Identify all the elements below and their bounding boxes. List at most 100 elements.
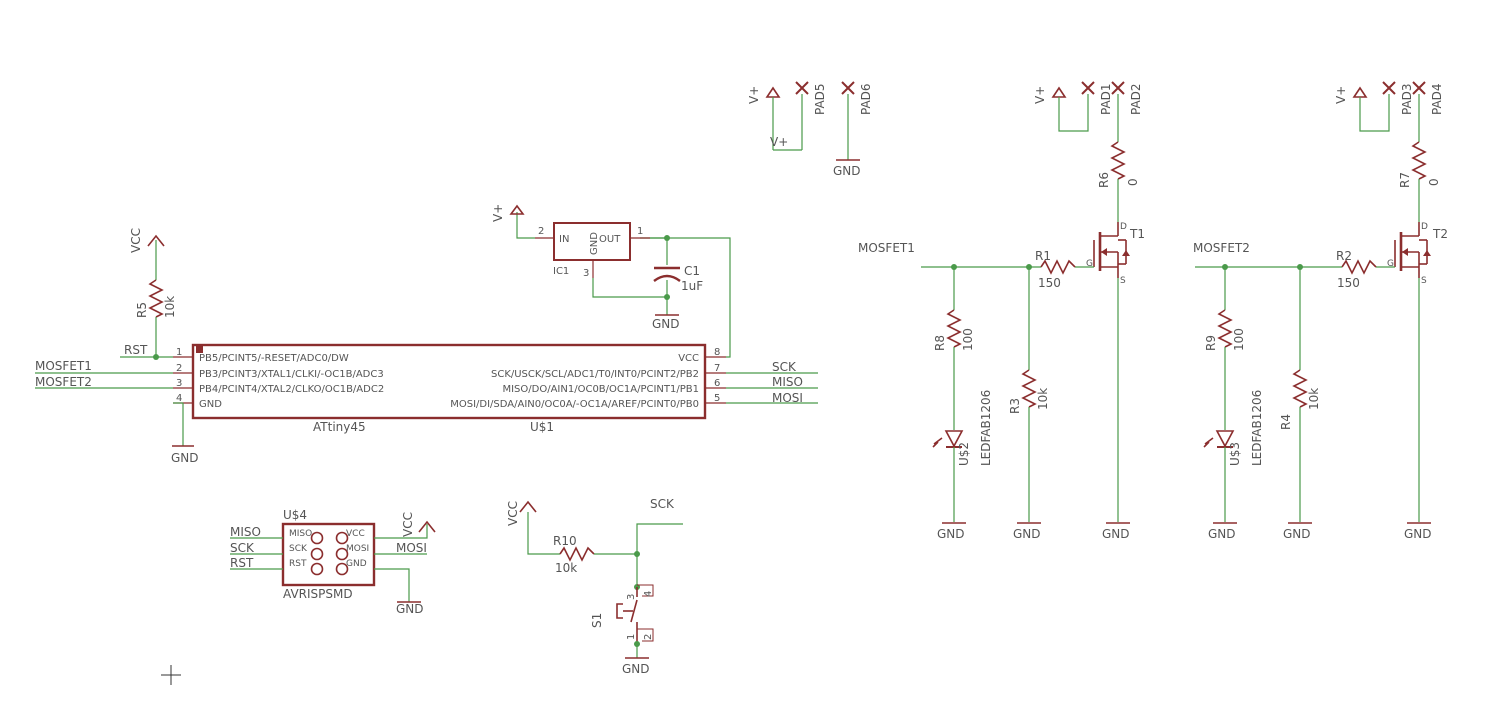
svg-text:R10: R10 xyxy=(553,534,577,548)
svg-text:PAD2: PAD2 xyxy=(1129,83,1143,115)
svg-text:MOSFET2: MOSFET2 xyxy=(1193,241,1250,255)
svg-text:MOSI: MOSI xyxy=(346,544,369,554)
regulator-ic1[interactable]: IN OUT GND 2 1 3 IC1 xyxy=(535,222,650,279)
svg-text:R3: R3 xyxy=(1008,398,1022,414)
svg-text:R1: R1 xyxy=(1035,249,1051,263)
mcu-pin-num-8: 8 xyxy=(714,347,720,358)
vcc-symbol-r5: VCC xyxy=(129,228,165,253)
mcu-pin-num-2: 2 xyxy=(176,363,182,374)
svg-text:PAD5: PAD5 xyxy=(813,83,827,115)
svg-text:V+: V+ xyxy=(770,135,788,149)
svg-text:T2: T2 xyxy=(1432,227,1448,241)
net-label-mosfet1-left: MOSFET1 xyxy=(35,359,92,373)
svg-text:S: S xyxy=(1421,276,1427,286)
svg-text:MOSFET1: MOSFET1 xyxy=(858,241,915,255)
svg-text:150: 150 xyxy=(1337,276,1360,290)
mcu-pin-label-pb0: MOSI/DI/SDA/AIN0/OC0A/-OC1A/AREF/PCINT0/… xyxy=(450,399,699,410)
svg-text:VCC: VCC xyxy=(129,228,143,253)
svg-text:10k: 10k xyxy=(555,561,577,575)
svg-text:0: 0 xyxy=(1427,178,1441,186)
mcu-attiny45[interactable]: 1 2 3 4 PB5/PCINT5/-RESET/ADC0/DW PB3/PC… xyxy=(173,343,726,434)
svg-text:SCK: SCK xyxy=(289,544,308,554)
svg-text:PAD6: PAD6 xyxy=(859,83,873,115)
svg-text:GND: GND xyxy=(1013,527,1041,541)
mcu-pin-label-pb1: MISO/DO/AIN1/OC0B/OC1A/PCINT1/PB1 xyxy=(502,384,699,395)
svg-text:R6: R6 xyxy=(1097,172,1111,188)
net-label-mosi-isp: MOSI xyxy=(396,541,427,555)
svg-text:S1: S1 xyxy=(590,613,604,628)
mcu-pin-num-4: 4 xyxy=(176,393,182,404)
mcu-name: U$1 xyxy=(530,420,554,434)
vplus-symbol-regulator: V+ xyxy=(491,204,525,222)
mcu-pin-label-pb2: SCK/USCK/SCL/ADC1/T0/INT0/PCINT2/PB2 xyxy=(491,369,699,380)
svg-text:100: 100 xyxy=(1232,328,1246,351)
crosshair-cursor-icon xyxy=(161,665,181,685)
mcu-pin-num-7: 7 xyxy=(714,363,720,374)
net-label-sck-isp: SCK xyxy=(230,541,255,555)
svg-text:U$4: U$4 xyxy=(283,508,307,522)
svg-text:3: 3 xyxy=(626,594,637,600)
channel-2[interactable]: V+ PAD3 PAD4 R7 0 T2 D G S R2 150 MOSFET… xyxy=(1193,81,1448,541)
svg-text:R2: R2 xyxy=(1336,249,1352,263)
svg-text:V+: V+ xyxy=(747,86,761,104)
svg-text:2: 2 xyxy=(538,226,544,237)
gnd-symbol-mcu: GND xyxy=(171,445,199,465)
mcu-value: ATtiny45 xyxy=(313,420,366,434)
svg-text:RST: RST xyxy=(289,559,307,569)
svg-text:C1: C1 xyxy=(684,264,700,278)
isp-wires xyxy=(230,524,428,602)
pad5-pad6-group[interactable]: V+ V+ PAD5 GND PAD6 xyxy=(747,81,873,178)
mcu-pin-label-pb3: PB3/PCINT3/XTAL1/CLKI/-OC1B/ADC3 xyxy=(199,369,384,380)
svg-text:GND: GND xyxy=(622,662,650,676)
svg-text:GND: GND xyxy=(1404,527,1432,541)
svg-text:10k: 10k xyxy=(163,296,177,318)
svg-text:GND: GND xyxy=(589,232,600,255)
mcu-pin-num-1: 1 xyxy=(176,347,182,358)
svg-text:GND: GND xyxy=(171,451,199,465)
net-label-rst: RST xyxy=(124,343,148,357)
svg-text:IN: IN xyxy=(559,234,569,245)
svg-text:IC1: IC1 xyxy=(553,266,569,277)
svg-text:GND: GND xyxy=(1208,527,1236,541)
resistor-r5[interactable]: R5 10k xyxy=(135,240,177,357)
net-label-mosi-mcu: MOSI xyxy=(772,391,803,405)
svg-text:D: D xyxy=(1421,222,1428,232)
isp-header-u4[interactable]: MISO SCK RST VCC MOSI GND U$4 AVRISPSMD xyxy=(281,508,376,601)
mcu-pin-label-gnd: GND xyxy=(199,399,222,410)
svg-text:SCK: SCK xyxy=(650,497,675,511)
svg-text:1: 1 xyxy=(626,634,637,640)
svg-text:3: 3 xyxy=(583,268,589,279)
reset-circuit[interactable]: VCC R10 10k SCK 3 4 1 2 S1 GND xyxy=(506,497,683,676)
svg-text:LEDFAB1206: LEDFAB1206 xyxy=(1250,390,1264,466)
regulator-wires xyxy=(516,212,670,315)
net-label-sck-mcu: SCK xyxy=(772,360,797,374)
svg-text:MISO: MISO xyxy=(289,529,312,539)
svg-text:GND: GND xyxy=(346,559,367,569)
mcu-wires xyxy=(35,237,818,446)
channel-1[interactable]: V+ PAD1 PAD2 R6 0 T1 D G S R1 150 xyxy=(858,81,1145,541)
svg-text:S: S xyxy=(1120,276,1126,286)
svg-text:G: G xyxy=(1387,259,1394,269)
svg-text:V+: V+ xyxy=(1033,86,1047,104)
svg-text:PAD4: PAD4 xyxy=(1430,83,1444,115)
mcu-pin-label-pb5: PB5/PCINT5/-RESET/ADC0/DW xyxy=(199,353,349,364)
svg-text:U$3: U$3 xyxy=(1228,442,1242,466)
capacitor-c1[interactable]: C1 1uF xyxy=(653,264,703,293)
svg-text:R9: R9 xyxy=(1204,335,1218,351)
svg-text:V+: V+ xyxy=(491,204,505,222)
vcc-symbol-isp: VCC xyxy=(401,512,436,537)
svg-text:VCC: VCC xyxy=(506,501,520,526)
svg-text:2: 2 xyxy=(643,634,654,640)
svg-text:4: 4 xyxy=(643,591,654,597)
svg-text:LEDFAB1206: LEDFAB1206 xyxy=(979,390,993,466)
mcu-pin-num-3: 3 xyxy=(176,378,182,389)
mcu-pin-num-5: 5 xyxy=(714,393,720,404)
svg-text:OUT: OUT xyxy=(599,234,621,245)
net-label-mosfet2-left: MOSFET2 xyxy=(35,375,92,389)
svg-text:150: 150 xyxy=(1038,276,1061,290)
svg-text:1uF: 1uF xyxy=(681,279,703,293)
svg-text:VCC: VCC xyxy=(401,512,415,537)
svg-text:10k: 10k xyxy=(1307,388,1321,410)
net-label-rst-isp: RST xyxy=(230,556,254,570)
